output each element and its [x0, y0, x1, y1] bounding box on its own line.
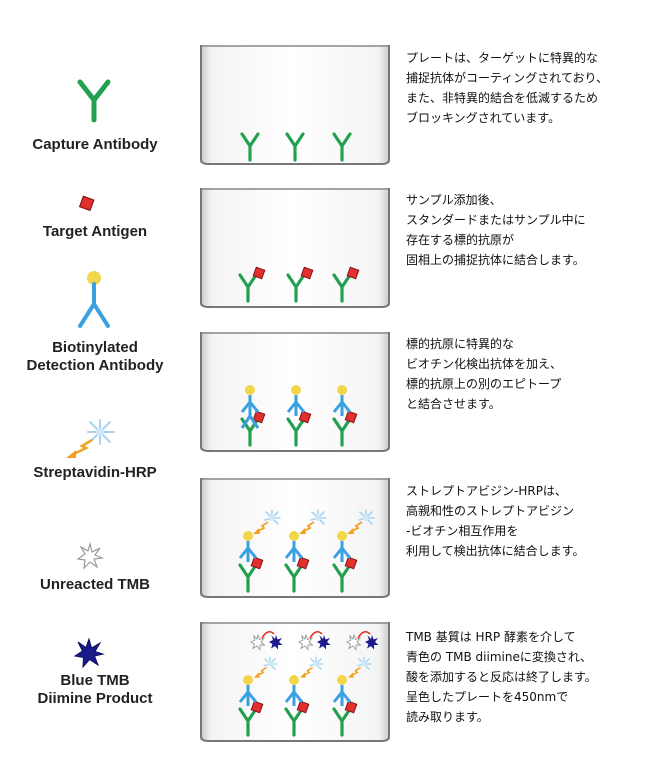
plate-well-step1: [200, 45, 390, 167]
step-text-line: 高親和性のストレプトアビジン: [406, 504, 575, 518]
step-text-line: 標的抗原上の別のエピトープ: [406, 377, 562, 391]
step-text-line: ブロッキングされています。: [406, 111, 561, 125]
step-text-line: TMB 基質は HRP 酵素を介して: [406, 630, 576, 644]
capture-antibody-label: Capture Antibody: [32, 136, 158, 153]
plate-well-step2: [200, 188, 390, 310]
step-text-line: また、非特異的結合を低減するため: [406, 91, 599, 105]
step1-description: プレートは、ターゲットに特異的な 捕捉抗体がコーティングされており、 また、非特…: [406, 48, 641, 128]
step-text-line: サンプル添加後、: [406, 193, 502, 207]
step-text-line: 固相上の捕捉抗体に結合します。: [406, 253, 585, 267]
step-text-line: スタンダードまたはサンプル中に: [406, 213, 586, 227]
blue-tmb-label-line2: Diimine Product: [37, 690, 153, 707]
step-text-line: 呈色したプレートを450nmで: [406, 690, 569, 704]
step3-description: 標的抗原に特異的な ビオチン化検出抗体を加え、 標的抗原上の別のエピトープ と結…: [406, 334, 641, 414]
step-text-line: -ビオチン相互作用を: [406, 524, 519, 538]
streptavidin-hrp-label: Streptavidin-HRP: [33, 464, 157, 481]
step-text-line: ストレプトアビジン-HRPは、: [406, 484, 567, 498]
biotinylated-detection-antibody: [240, 385, 260, 416]
step2-description: サンプル添加後、 スタンダードまたはサンプル中に 存在する標的抗原が 固相上の捕…: [406, 190, 641, 270]
plate-well-step3: [200, 332, 390, 454]
step-text-line: 存在する標的抗原が: [406, 233, 515, 247]
blue-tmb-diimine-icon: [73, 637, 105, 669]
step4-description: ストレプトアビジン-HRPは、 高親和性のストレプトアビジン -ビオチン相互作用…: [406, 481, 641, 561]
capture-antibody-icon: [74, 78, 114, 123]
step-text-line: 利用して検出抗体に結合します。: [406, 544, 585, 558]
step-text-line: 読み取ります。: [406, 710, 489, 724]
target-antigen-label: Target Antigen: [42, 223, 148, 240]
plate-well-step4: [200, 478, 390, 600]
step-text-line: と結合させます。: [406, 397, 501, 411]
biotinylated-detection-antibody-icon: [72, 268, 116, 332]
streptavidin-hrp-icon: [62, 418, 118, 462]
step-text-line: 酸を添加すると反応は終了します。: [406, 670, 597, 684]
plate-well-step5: [200, 622, 390, 744]
step-text-line: 青色の TMB diimineに変換され、: [406, 650, 592, 664]
biotinylated-detection-antibody: [240, 415, 260, 429]
detection-antibody-label-line1: Biotinylated: [52, 339, 138, 356]
blue-tmb-label-line1: Blue TMB: [60, 672, 130, 689]
step-text-line: 標的抗原に特異的な: [406, 337, 515, 351]
step-text-line: ビオチン化検出抗体を加え、: [406, 357, 563, 371]
step-text-line: 捕捉抗体がコーティングされており、: [406, 71, 609, 85]
detection-antibody-label-line2: Detection Antibody: [26, 357, 164, 374]
step-text-line: プレートは、ターゲットに特異的な: [406, 51, 599, 65]
target-antigen-icon: [78, 195, 96, 213]
unreacted-tmb-label: Unreacted TMB: [39, 576, 151, 593]
unreacted-tmb-icon: [76, 541, 105, 570]
step5-description: TMB 基質は HRP 酵素を介して 青色の TMB diimineに変換され、…: [406, 627, 641, 727]
